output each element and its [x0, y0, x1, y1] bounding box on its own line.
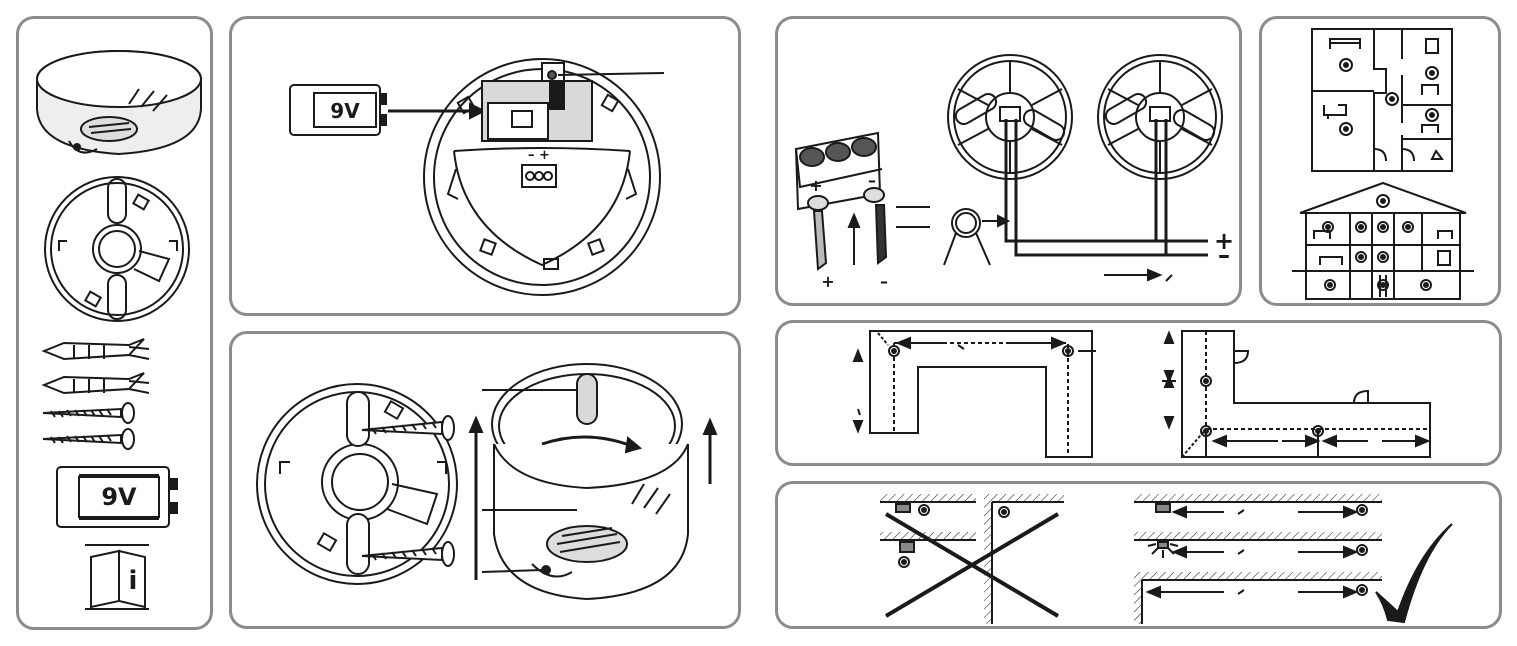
- panel-corridor-placement: [775, 320, 1502, 466]
- rail-minus-label: –: [1218, 241, 1230, 269]
- manual-info-icon: i: [85, 545, 149, 609]
- screw-icon: [362, 542, 454, 566]
- panel-wiring: + – + –: [775, 16, 1242, 306]
- mounting-drawing: [232, 334, 744, 632]
- screw-icon: [43, 403, 134, 423]
- mounting-plate-icon: [45, 177, 189, 321]
- detector-twist-mount-icon: [482, 364, 688, 599]
- smoke-detector-icon: [37, 51, 201, 154]
- up-arrow-icon: [849, 215, 859, 265]
- correct-placement-icon: [1134, 494, 1452, 624]
- right-arrow-icon: [1104, 270, 1172, 281]
- panel-battery-insertion: 9V – +: [229, 16, 741, 316]
- battery-9v-icon: 9V: [290, 85, 386, 135]
- detector-back-view-icon: – +: [424, 59, 664, 295]
- screw-icon: [362, 416, 454, 440]
- battery-9v-icon: 9V: [57, 467, 177, 527]
- panel-kit-contents: 9V i: [16, 16, 213, 630]
- terminal-block-icon: + –: [796, 133, 884, 210]
- wall-plug-icon: [44, 373, 149, 393]
- up-arrow-icon: [704, 420, 716, 484]
- t-corridor-plan-icon: [1162, 331, 1430, 457]
- wire-minus-icon: –: [876, 205, 888, 291]
- l-corridor-plan-icon: [854, 331, 1096, 457]
- floor-plan-drawing: [1262, 19, 1504, 309]
- wire-plus-label: +: [821, 272, 834, 291]
- wiring-drawing: + – + –: [778, 19, 1245, 309]
- detector-base-icon: [948, 55, 1072, 179]
- cable-coil-icon: [944, 209, 1008, 265]
- battery-label: 9V: [330, 99, 360, 123]
- house-section-icon: [1292, 183, 1474, 299]
- checkmark-icon: [1376, 524, 1452, 622]
- battery-label: 9V: [101, 483, 137, 511]
- panel-floor-plan: [1259, 16, 1501, 306]
- wire-plus-icon: +: [814, 211, 835, 291]
- panel-ceiling-placement: [775, 481, 1502, 629]
- corridor-placement-drawing: [778, 323, 1505, 469]
- ceiling-placement-drawing: [778, 484, 1505, 632]
- block-plus-label: +: [809, 176, 822, 195]
- detector-base-icon: [1098, 55, 1222, 179]
- incorrect-placement-icon: [880, 494, 1064, 624]
- up-arrow-icon: [470, 418, 482, 580]
- terminal-polarity-label: – +: [528, 148, 550, 163]
- kit-contents-drawing: 9V i: [19, 19, 216, 633]
- info-label: i: [129, 566, 138, 596]
- wall-plug-icon: [44, 339, 149, 359]
- apartment-plan-icon: [1312, 29, 1452, 171]
- wire-minus-label: –: [880, 272, 888, 291]
- panel-mounting: [229, 331, 741, 629]
- battery-insertion-drawing: 9V – +: [232, 19, 744, 319]
- wiring-lines: [1006, 119, 1208, 255]
- screw-icon: [43, 429, 134, 449]
